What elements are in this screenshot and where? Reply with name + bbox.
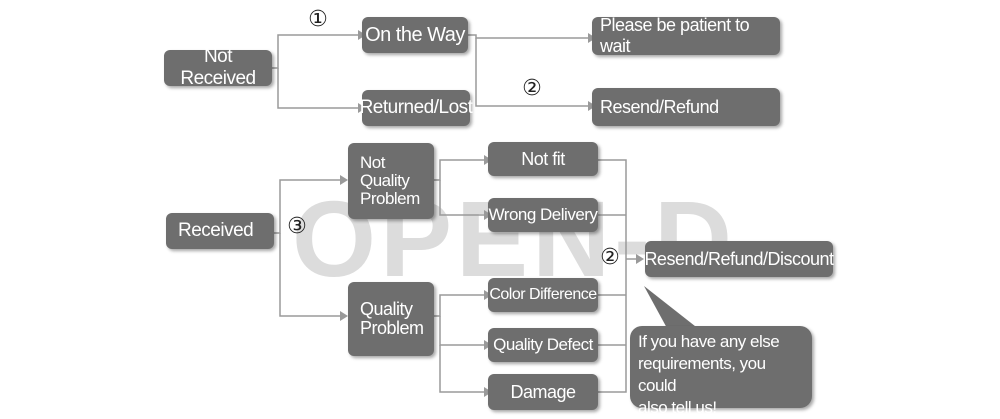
step-marker-2-bottom: ② <box>600 245 620 270</box>
node-color-difference: Color Difference <box>488 278 598 312</box>
step-marker-1: ① <box>308 7 328 32</box>
node-not-quality-problem: Not Quality Problem <box>348 143 434 219</box>
node-quality-problem: Quality Problem <box>348 282 434 356</box>
node-on-the-way: On the Way <box>362 17 468 53</box>
arrowhead <box>340 175 348 185</box>
connector-to-quality-problem <box>279 233 340 317</box>
connector-to-resend-refund <box>475 38 588 107</box>
connector-to-on-the-way <box>272 34 358 69</box>
connector-to-color-difference <box>432 294 484 317</box>
collector-line <box>598 159 627 393</box>
node-not-fit: Not fit <box>488 142 598 176</box>
connector-to-damage <box>439 345 484 393</box>
note-bubble-tail <box>644 286 700 330</box>
note-bubble: If you have any else requirements, you c… <box>630 326 812 417</box>
connector-to-not-fit <box>432 159 484 181</box>
node-wrong-delivery: Wrong Delivery <box>488 198 598 232</box>
node-not-received: Not Received <box>164 46 272 89</box>
step-marker-2-top: ② <box>522 76 542 101</box>
arrowhead <box>340 311 348 321</box>
node-resend-refund-discount: Resend/Refund/Discount <box>644 241 834 277</box>
connector-to-returned-lost <box>277 68 358 109</box>
connector-to-not-quality-problem <box>274 179 340 234</box>
connector-to-please-wait <box>468 34 588 39</box>
connector-to-wrong-delivery <box>439 180 484 216</box>
node-received: Received <box>166 213 274 249</box>
node-damage: Damage <box>488 374 598 410</box>
connector-to-quality-defect <box>439 316 484 346</box>
step-marker-3: ③ <box>287 214 307 239</box>
node-returned-lost: Returned/Lost <box>360 90 473 126</box>
node-please-be-patient: Please be patient to wait <box>592 15 780 56</box>
node-resend-refund: Resend/Refund <box>592 88 780 126</box>
node-quality-defect: Quality Defect <box>488 328 598 362</box>
arrowhead <box>636 254 644 264</box>
